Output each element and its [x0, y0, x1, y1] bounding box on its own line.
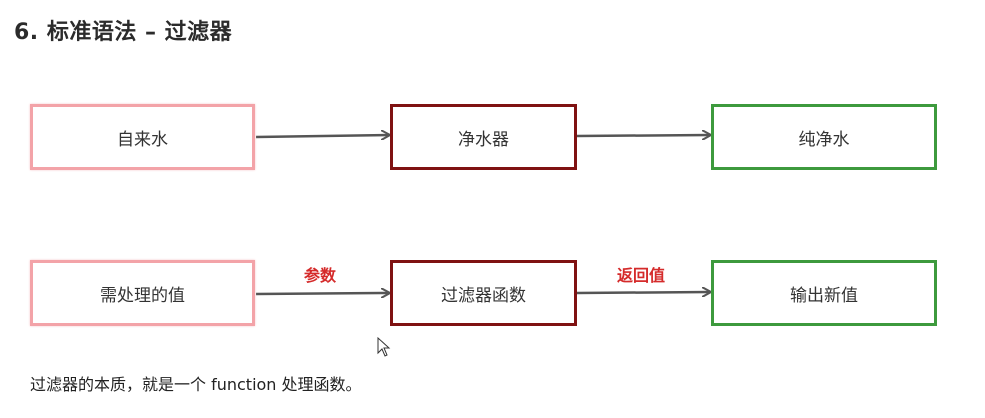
- caption-text: 过滤器的本质，就是一个 function 处理函数。: [30, 375, 362, 394]
- arrow-row1-source-to-process: [255, 135, 389, 137]
- arrow-row1-process-to-result: [576, 135, 710, 136]
- mouse-cursor-icon: [377, 337, 391, 357]
- node-row2-process: 过滤器函数: [390, 260, 577, 326]
- node-row1-process-label: 净水器: [458, 129, 509, 150]
- arrow-row2-process-to-result: [576, 292, 710, 293]
- arrow-row2-source-to-process: [255, 293, 389, 294]
- node-row1-result-label: 纯净水: [798, 129, 850, 150]
- node-row1-source-label: 自来水: [117, 129, 168, 150]
- node-row2-source: 需处理的值: [30, 260, 255, 326]
- node-row2-result: 输出新值: [711, 260, 937, 326]
- node-row2-process-label: 过滤器函数: [441, 285, 526, 306]
- node-row1-source: 自来水: [30, 104, 255, 170]
- node-row1-result: 纯净水: [711, 104, 937, 170]
- node-row1-process: 净水器: [390, 104, 577, 170]
- node-row2-source-label: 需处理的值: [100, 285, 185, 306]
- node-row2-result-label: 输出新值: [790, 285, 858, 306]
- edge-label-return-value: 返回值: [617, 266, 666, 285]
- page-title: 6. 标准语法 – 过滤器: [14, 20, 233, 45]
- edge-label-params: 参数: [304, 266, 337, 285]
